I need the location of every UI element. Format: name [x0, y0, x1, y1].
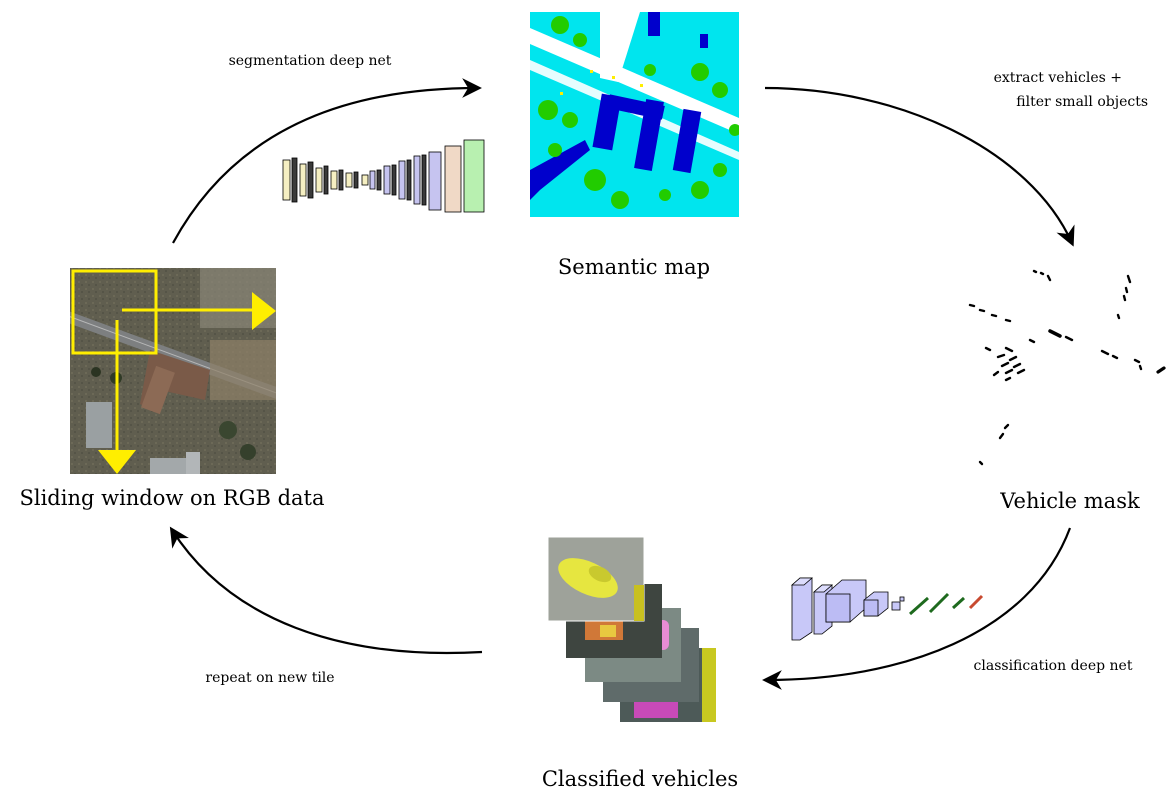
classified-vehicles-stack [547, 536, 716, 722]
sliding-window-label: Sliding window on RGB data [19, 486, 324, 510]
classification-net-icon [790, 577, 984, 641]
arrow-classification [762, 527, 1072, 690]
arrow-repeat [169, 526, 483, 655]
sliding-window-overlay [71, 269, 258, 452]
vertical-slide-arrowhead [98, 450, 136, 474]
vehicle-mask-image [968, 269, 1166, 466]
segmentation-edge-label: segmentation deep net [229, 53, 392, 69]
rgb-tile-image [70, 268, 276, 474]
segmentation-net-icon [282, 139, 485, 213]
vehicle-crop-1 [547, 536, 645, 622]
horizontal-slide-arrowhead [252, 292, 276, 330]
repeat-edge-label: repeat on new tile [205, 670, 334, 686]
semantic-map-image [530, 12, 739, 217]
semantic-map-label: Semantic map [558, 255, 710, 279]
classified-vehicles-label: Classified vehicles [542, 767, 738, 791]
arrow-segmentation [172, 78, 482, 244]
classification-edge-label: classification deep net [974, 658, 1133, 674]
vehicle-mask-label: Vehicle mask [999, 489, 1140, 513]
extract-edge-label-line1: extract vehicles + [994, 70, 1122, 86]
arrow-extract [764, 86, 1075, 247]
extract-edge-label-line2: filter small objects [1016, 94, 1148, 110]
